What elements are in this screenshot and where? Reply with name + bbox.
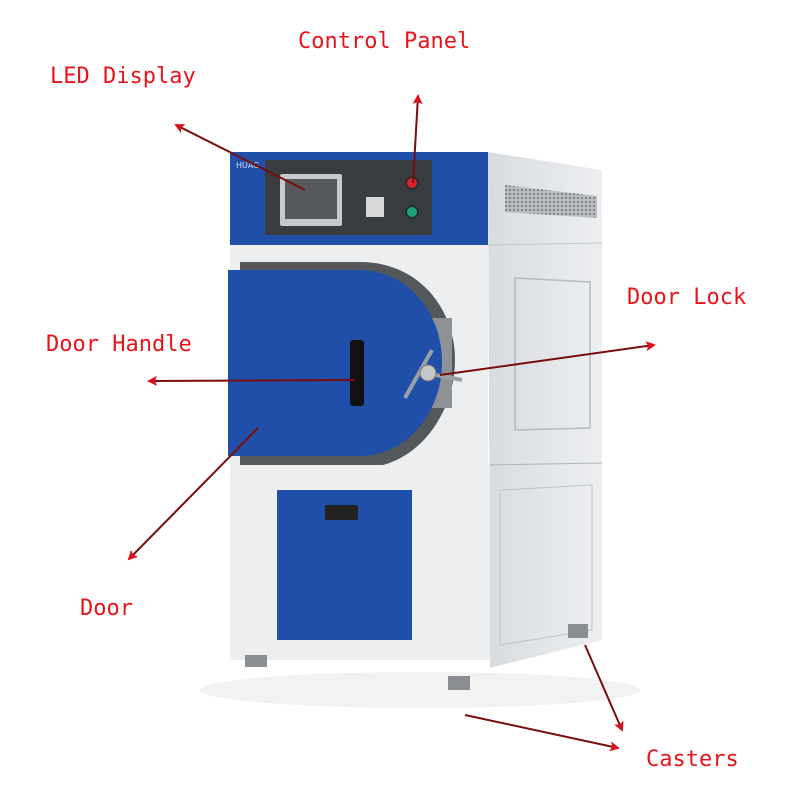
- arrow-door-handle: [147, 375, 356, 386]
- arrow-door: [127, 427, 259, 561]
- side-panel: [514, 277, 591, 431]
- label-door: Door: [80, 596, 133, 621]
- label-door-handle: Door Handle: [46, 332, 192, 357]
- label-casters: Casters: [646, 747, 739, 772]
- label-led-display: LED Display: [50, 64, 196, 89]
- arrow-led-display: [174, 124, 306, 191]
- floor-shadow: [200, 672, 640, 708]
- vent-grille: [505, 185, 597, 218]
- door-handle: [350, 340, 364, 406]
- red-button: [407, 178, 417, 188]
- lower-handle: [325, 505, 358, 520]
- arrow-control-panel: [412, 94, 423, 184]
- arrow-casters-2: [464, 714, 620, 752]
- green-button: [407, 207, 417, 217]
- door: [228, 270, 442, 456]
- label-control-panel: Control Panel: [298, 29, 470, 54]
- label-door-lock: Door Lock: [627, 285, 746, 310]
- side-body: [487, 152, 603, 668]
- controller: [366, 197, 384, 217]
- brand-logo: HUAG: [236, 161, 259, 170]
- arrow-door-lock: [439, 341, 656, 376]
- casters: [245, 624, 588, 690]
- arrows: [127, 94, 656, 752]
- arrow-casters-1: [584, 644, 624, 732]
- door-lock: [403, 349, 463, 399]
